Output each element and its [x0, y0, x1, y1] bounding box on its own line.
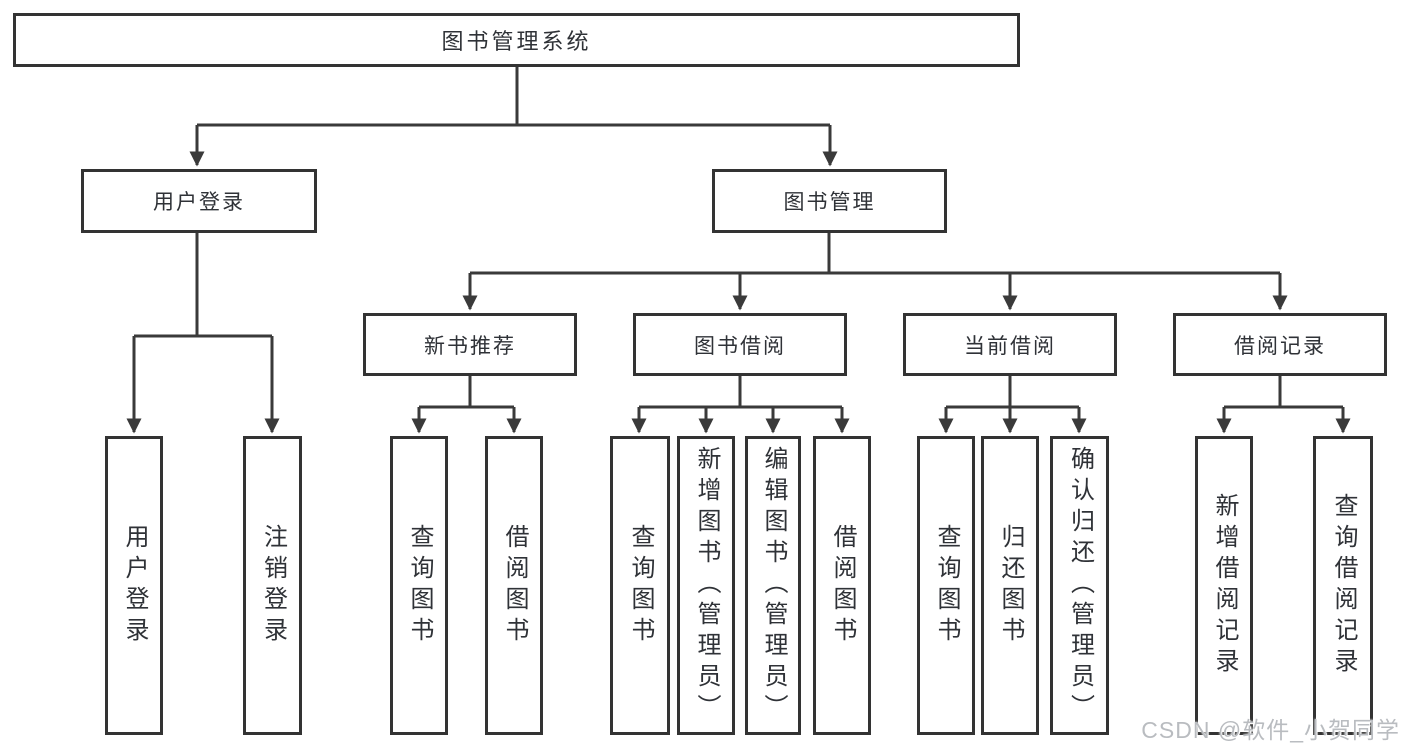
node-user-login: 用户登录	[81, 169, 317, 233]
leaf-user-login-label: 用户登录	[121, 523, 148, 648]
connector-book-management-bar	[470, 233, 1280, 275]
node-root-system: 图书管理系统	[13, 13, 1020, 67]
leaf-nb-query-books-label: 查询图书	[406, 523, 433, 648]
leaf-bb-add-books-admin-label: 新增图书（管理员）	[693, 446, 720, 725]
leaf-nb-borrow-books: 借阅图书	[485, 436, 543, 735]
leaf-logout-label: 注销登录	[259, 523, 287, 648]
node-book-borrow: 图书借阅	[633, 313, 847, 376]
node-new-book-recommend: 新书推荐	[363, 313, 577, 376]
leaf-bb-query-books-label: 查询图书	[627, 523, 654, 648]
connector-book-borrow-bar	[639, 376, 842, 409]
leaf-br-add-record-label: 新增借阅记录	[1211, 492, 1238, 679]
leaf-bb-query-books: 查询图书	[610, 436, 670, 735]
node-borrow-records: 借阅记录	[1173, 313, 1387, 376]
connector-current-borrow-bar	[946, 376, 1079, 409]
leaf-br-query-record: 查询借阅记录	[1313, 436, 1373, 735]
connector-root-bar	[197, 67, 830, 127]
leaf-cb-query-books-label: 查询图书	[933, 523, 960, 648]
leaf-bb-edit-books-admin: 编辑图书（管理员）	[745, 436, 801, 735]
leaf-bb-borrow-books: 借阅图书	[813, 436, 871, 735]
leaf-cb-return-books: 归还图书	[981, 436, 1039, 735]
leaf-cb-confirm-return-admin: 确认归还（管理员）	[1050, 436, 1109, 735]
leaf-bb-borrow-books-label: 借阅图书	[829, 523, 856, 648]
leaf-bb-edit-books-admin-label: 编辑图书（管理员）	[760, 446, 787, 725]
leaf-nb-query-books: 查询图书	[390, 436, 448, 735]
leaf-nb-borrow-books-label: 借阅图书	[501, 523, 528, 648]
leaf-br-add-record: 新增借阅记录	[1195, 436, 1253, 735]
leaf-cb-confirm-return-admin-label: 确认归还（管理员）	[1066, 446, 1094, 725]
connector-new-book-bar	[419, 376, 514, 409]
watermark-text: CSDN @软件_小贺同学	[1141, 717, 1400, 743]
connector-user-login-bar	[134, 233, 272, 338]
leaf-br-query-record-label: 查询借阅记录	[1330, 492, 1357, 679]
leaf-cb-query-books: 查询图书	[917, 436, 975, 735]
connector-borrow-records-bar	[1224, 376, 1343, 409]
leaf-user-login: 用户登录	[105, 436, 163, 735]
node-book-management: 图书管理	[712, 169, 947, 233]
leaf-bb-add-books-admin: 新增图书（管理员）	[677, 436, 735, 735]
node-current-borrow: 当前借阅	[903, 313, 1117, 376]
leaf-cb-return-books-label: 归还图书	[997, 523, 1024, 648]
leaf-logout: 注销登录	[243, 436, 302, 735]
